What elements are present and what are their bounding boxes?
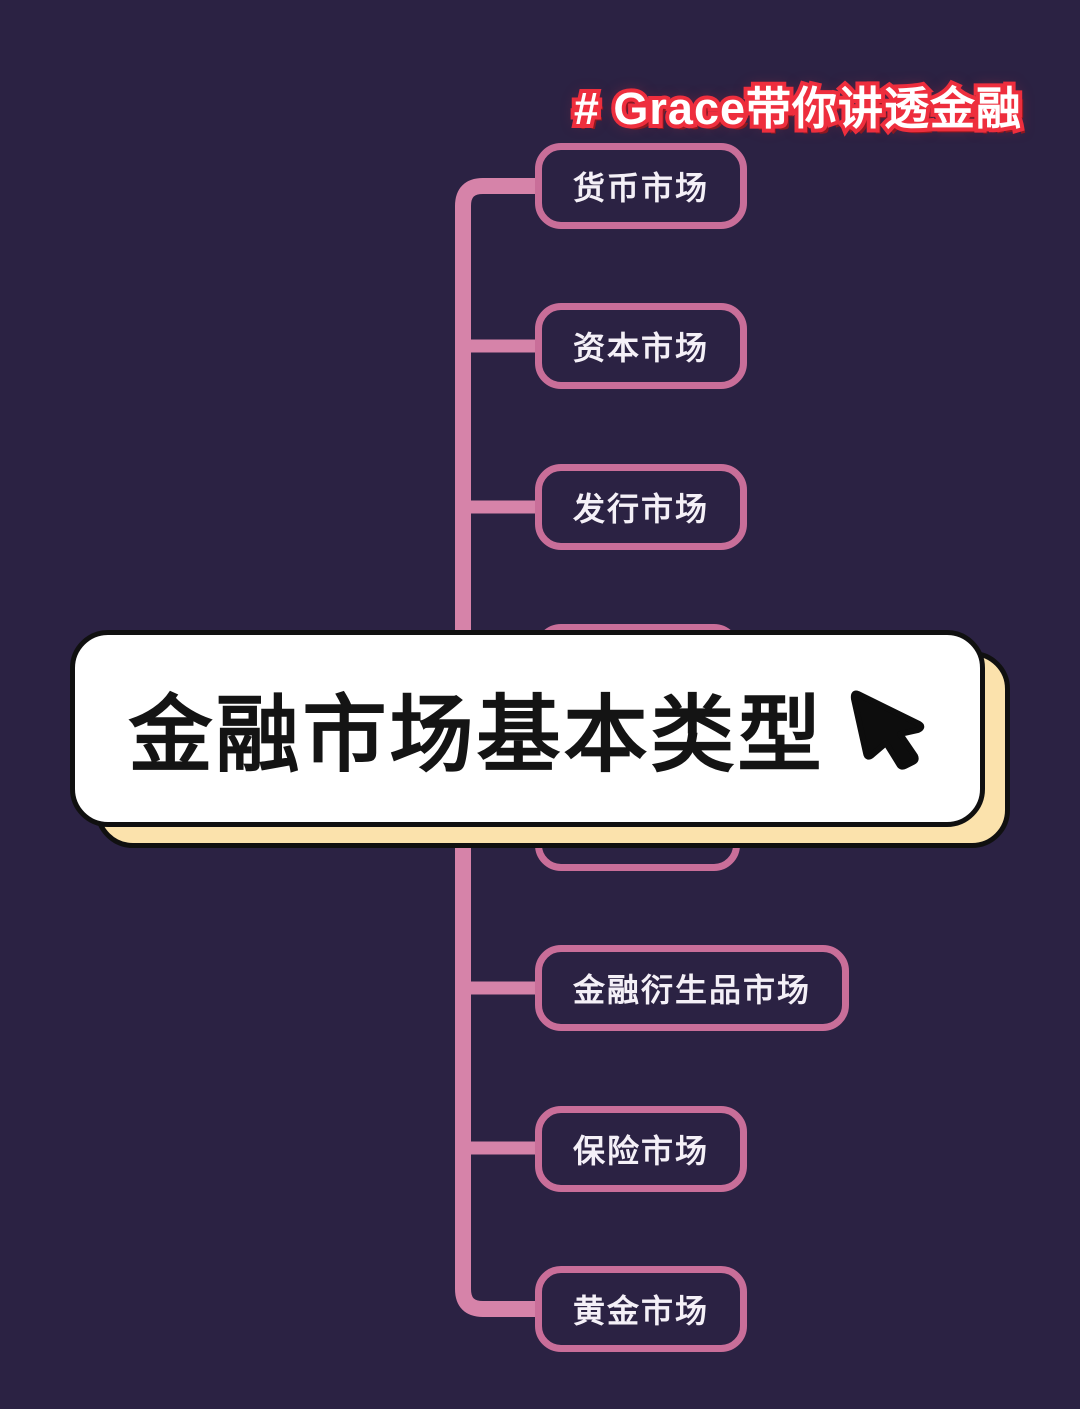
branch-node-label: 保险市场 (573, 1133, 710, 1169)
branch-node-label: 金融衍生品市场 (573, 972, 812, 1008)
cursor-arrow-icon (850, 690, 924, 770)
branch-node-label: 黄金市场 (573, 1293, 710, 1329)
branch-node[interactable]: 保险市场 (535, 1106, 748, 1192)
branch-node[interactable]: 资本市场 (535, 303, 748, 389)
branch-node-label: 发行市场 (573, 491, 710, 527)
branch-node-label: 资本市场 (573, 330, 710, 366)
watermark-text: # Grace带你讲透金融 (573, 83, 1022, 134)
branch-node[interactable]: 货币市场 (535, 143, 748, 229)
watermark-title: # Grace带你讲透金融 # Grace带你讲透金融 (570, 72, 1025, 138)
root-topic-label: 金融市场基本类型 (128, 688, 825, 782)
branch-node[interactable]: 黄金市场 (535, 1266, 748, 1352)
branch-node[interactable]: 发行市场 (535, 464, 748, 550)
branch-node-label: 货币市场 (573, 170, 710, 206)
watermark-outline-layer: # Grace带你讲透金融 (570, 79, 1025, 138)
root-topic[interactable]: 金融市场基本类型 (70, 630, 1010, 848)
root-topic-card[interactable]: 金融市场基本类型 (70, 630, 985, 827)
branch-node[interactable]: 金融衍生品市场 (535, 945, 850, 1031)
